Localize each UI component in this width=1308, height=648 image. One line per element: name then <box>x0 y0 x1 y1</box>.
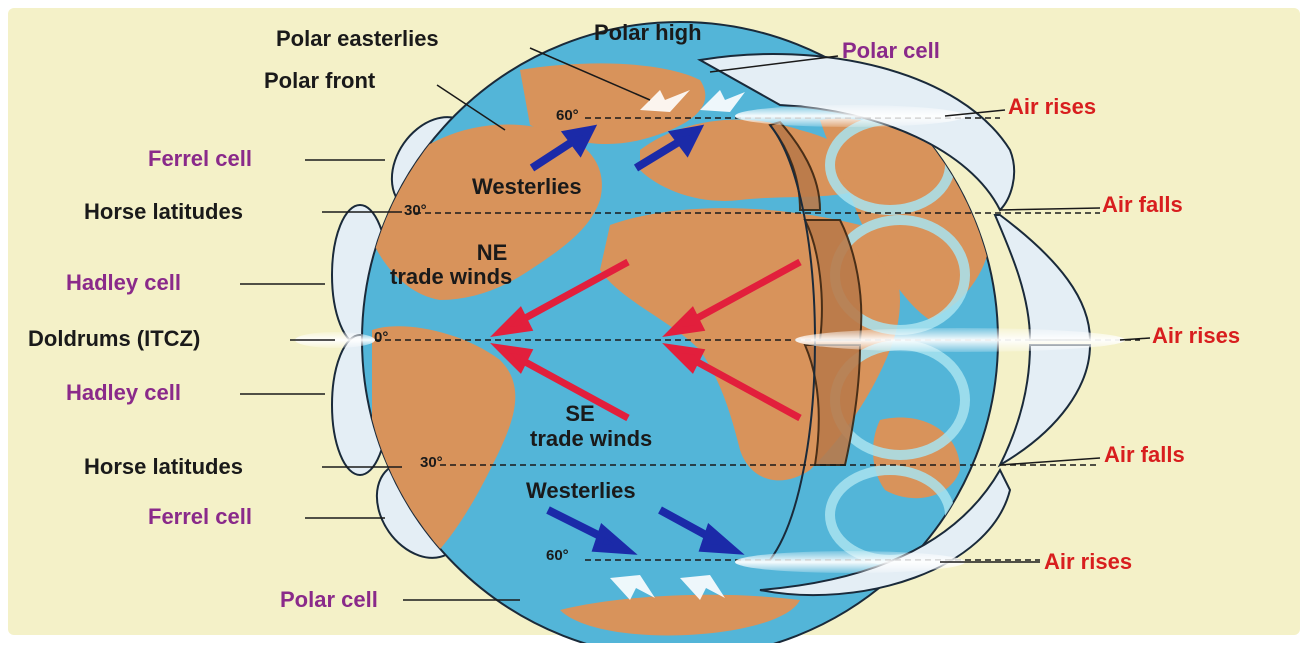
label-polar-front: Polar front <box>264 70 375 92</box>
label-air-falls-30s: Air falls <box>1104 444 1185 466</box>
label-westerlies-north: Westerlies <box>472 176 582 198</box>
cloud-60n <box>735 105 965 127</box>
label-air-rises-60s: Air rises <box>1044 551 1132 573</box>
label-air-falls-30n: Air falls <box>1102 194 1183 216</box>
cloud-equator <box>795 328 1125 352</box>
label-horse-latitudes-top: Horse latitudes <box>84 201 243 223</box>
label-westerlies-south: Westerlies <box>526 480 636 502</box>
label-air-rises-60n: Air rises <box>1008 96 1096 118</box>
label-air-rises-equator: Air rises <box>1152 325 1240 347</box>
label-lat-0: 0° <box>374 330 388 345</box>
label-lat-60n: 60° <box>556 108 579 123</box>
label-lat-60s: 60° <box>546 548 569 563</box>
label-se-line1: SE <box>550 403 610 425</box>
label-doldrums-itcz: Doldrums (ITCZ) <box>28 328 200 350</box>
label-lat-30s: 30° <box>420 455 443 470</box>
label-polar-high: Polar high <box>594 22 702 44</box>
label-polar-cell-top: Polar cell <box>842 40 940 62</box>
label-polar-easterlies: Polar easterlies <box>276 28 439 50</box>
label-se-trade-winds: trade winds <box>530 428 652 450</box>
label-hadley-cell-top: Hadley cell <box>66 272 181 294</box>
label-ne-line1: NE <box>462 242 522 264</box>
label-ne-trade-winds: trade winds <box>390 266 512 288</box>
label-hadley-cell-bottom: Hadley cell <box>66 382 181 404</box>
cloud-60s <box>735 551 965 573</box>
label-lat-30n: 30° <box>404 203 427 218</box>
label-ferrel-cell-bottom: Ferrel cell <box>148 506 252 528</box>
label-polar-cell-bottom: Polar cell <box>280 589 378 611</box>
label-horse-latitudes-bottom: Horse latitudes <box>84 456 243 478</box>
label-ferrel-cell-top: Ferrel cell <box>148 148 252 170</box>
